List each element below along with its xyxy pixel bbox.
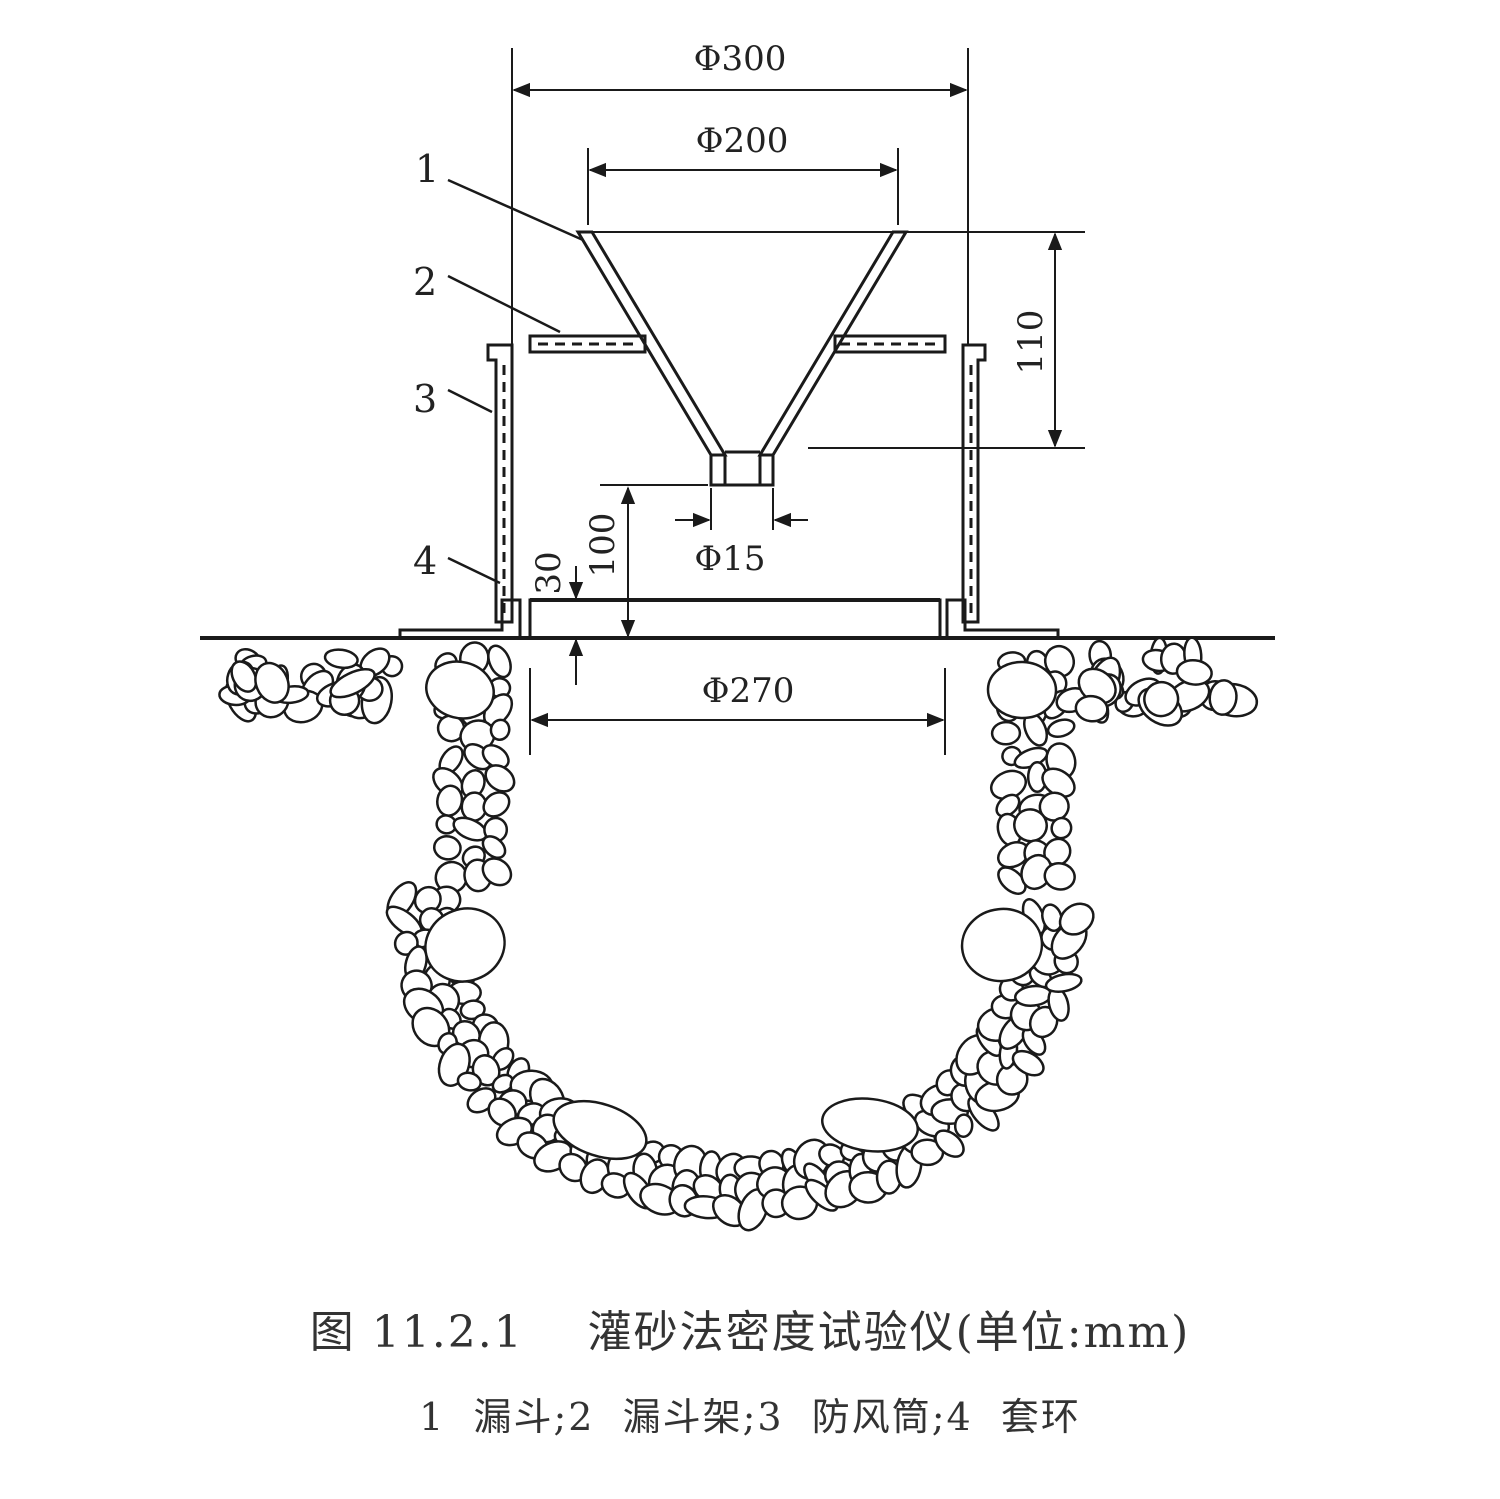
stone bbox=[424, 907, 506, 983]
stone bbox=[481, 857, 513, 887]
funnel-stand bbox=[528, 334, 947, 354]
callout-1: 1 bbox=[415, 147, 439, 191]
dim-outlet-diameter bbox=[675, 488, 808, 530]
stone bbox=[1013, 808, 1048, 843]
stone bbox=[484, 764, 516, 793]
dim-outlet-height bbox=[600, 484, 708, 638]
base-ring bbox=[398, 598, 1060, 640]
stone bbox=[953, 1113, 974, 1139]
dim-hole-diameter bbox=[529, 668, 946, 755]
dim-funnel-height bbox=[808, 231, 1085, 449]
stone bbox=[986, 660, 1058, 720]
stone bbox=[489, 718, 511, 741]
dim-funnel-top-diameter-label: Φ200 bbox=[696, 121, 789, 161]
callout-leaders bbox=[447, 178, 584, 585]
dim-funnel-top-diameter bbox=[587, 148, 899, 225]
dim-funnel-height-label: 110 bbox=[1011, 310, 1051, 375]
stone bbox=[1044, 972, 1083, 993]
stone bbox=[552, 1099, 648, 1161]
stone bbox=[481, 835, 507, 860]
stone bbox=[425, 660, 495, 720]
stone-rubble bbox=[218, 636, 1259, 1232]
figure-caption-title: 图 11.2.1 灌砂法密度试验仪(单位:mm) bbox=[309, 1307, 1191, 1358]
stone bbox=[934, 1129, 965, 1158]
stone bbox=[997, 866, 1027, 895]
stone bbox=[995, 793, 1021, 818]
stone bbox=[481, 744, 510, 770]
stone bbox=[1143, 680, 1180, 718]
stone bbox=[482, 791, 511, 818]
dim-outlet-height-label: 100 bbox=[583, 513, 623, 578]
callout-3: 3 bbox=[413, 377, 437, 421]
stone bbox=[1046, 718, 1076, 738]
dim-outlet-diameter-label: Φ15 bbox=[694, 539, 765, 579]
stone bbox=[323, 648, 359, 670]
stone bbox=[456, 1071, 482, 1092]
stone bbox=[432, 834, 462, 861]
stone bbox=[821, 1097, 919, 1153]
stone bbox=[329, 667, 376, 699]
callout-2: 2 bbox=[413, 260, 437, 304]
figure-caption-legend: 1 漏斗;2 漏斗架;3 防风筒;4 套环 bbox=[419, 1395, 1081, 1439]
stone bbox=[487, 644, 512, 679]
dim-hole-diameter-label: Φ270 bbox=[702, 671, 795, 711]
stone bbox=[254, 661, 290, 704]
dim-ring-height-label: 30 bbox=[529, 551, 569, 594]
stone bbox=[1058, 902, 1095, 936]
stone bbox=[1175, 658, 1213, 686]
funnel bbox=[575, 230, 909, 487]
stone bbox=[1011, 1049, 1045, 1077]
stone bbox=[230, 660, 258, 693]
stone bbox=[1208, 679, 1238, 716]
dim-outer-diameter-label: Φ300 bbox=[694, 39, 787, 79]
callout-4: 4 bbox=[413, 539, 437, 583]
stone bbox=[960, 907, 1044, 983]
dim-outer-diameter bbox=[511, 48, 969, 345]
stone bbox=[1074, 694, 1109, 723]
stone bbox=[990, 720, 1022, 746]
stone bbox=[1043, 862, 1076, 891]
